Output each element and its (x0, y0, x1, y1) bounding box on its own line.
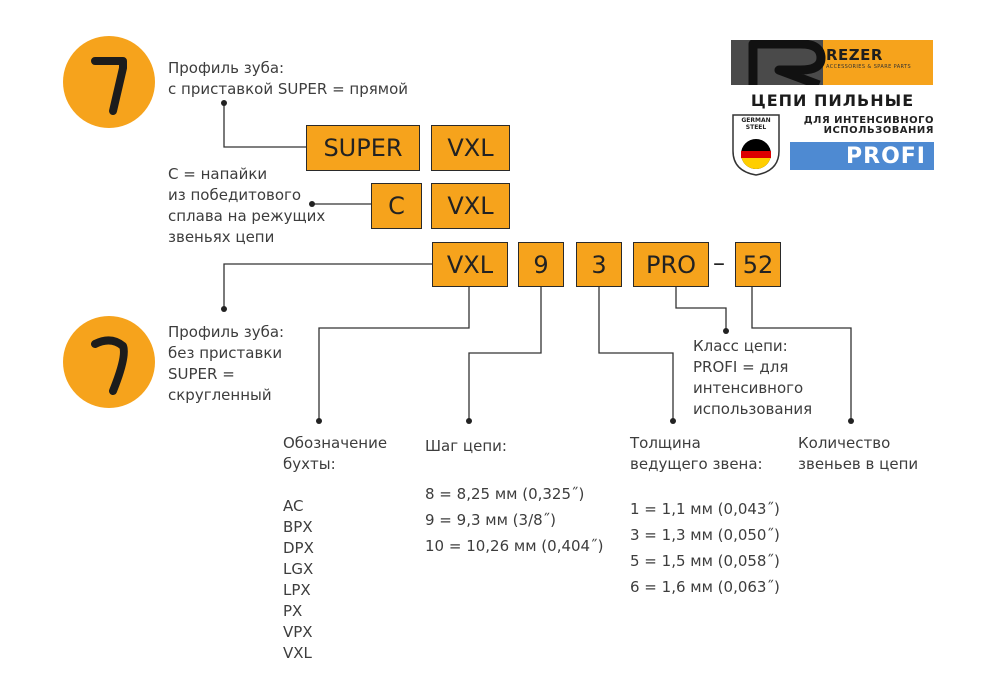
label-chain-class: Класс цепи: PROFI = для интенсивного исп… (693, 337, 813, 418)
code-box-pro: PRO (633, 242, 709, 287)
code-box-pitch: 9 (518, 242, 564, 287)
tooth-straight-circle (63, 36, 155, 128)
code-box-vxl-row1: VXL (431, 125, 510, 171)
code-box-vxl-row3: VXL (432, 242, 508, 287)
column-links: Количество звеньев в цепи (798, 434, 919, 473)
column-spool: Обозначение бухты: AC BPX DPX LGX LPX PX… (283, 434, 388, 662)
logo-subtitle-2: ИСПОЛЬЗОВАНИЯ (823, 125, 934, 136)
tooth-round-icon (91, 336, 128, 395)
badge-text-1: GERMAN (741, 117, 771, 124)
badge-text-2: STEEL (745, 124, 767, 131)
label-profile-super: Профиль зуба: с приставкой SUPER = прямо… (168, 59, 409, 98)
brand-name: REZER (826, 46, 883, 64)
german-steel-badge (732, 114, 780, 176)
column-gauge: Толщина ведущего звена: 1 = 1,1 мм (0,04… (630, 434, 780, 596)
code-box-gauge: 3 (576, 242, 622, 287)
rezer-logo (731, 40, 933, 85)
tooth-round-circle (63, 316, 155, 408)
label-carbide: С = напайки из победитового сплава на ре… (168, 165, 326, 246)
column-pitch: Шаг цепи: 8 = 8,25 мм (0,325˝) 9 = 9,3 м… (425, 437, 604, 555)
brand-sub: ACCESSORIES & SPARE PARTS (826, 64, 912, 70)
code-box-super: SUPER (306, 125, 420, 171)
code-box-c: C (371, 183, 422, 229)
tooth-straight-icon (91, 57, 127, 115)
code-box-links: 52 (735, 242, 781, 287)
code-dash: – (713, 249, 725, 277)
profi-badge: PROFI (790, 142, 934, 170)
code-box-vxl-row2: VXL (431, 183, 510, 229)
logo-title: ЦЕПИ ПИЛЬНЫЕ (750, 91, 915, 110)
logo-subtitle-1: ДЛЯ ИНТЕНСИВНОГО (803, 115, 934, 126)
label-profile-round: Профиль зуба: без приставки SUPER = скру… (168, 323, 285, 404)
